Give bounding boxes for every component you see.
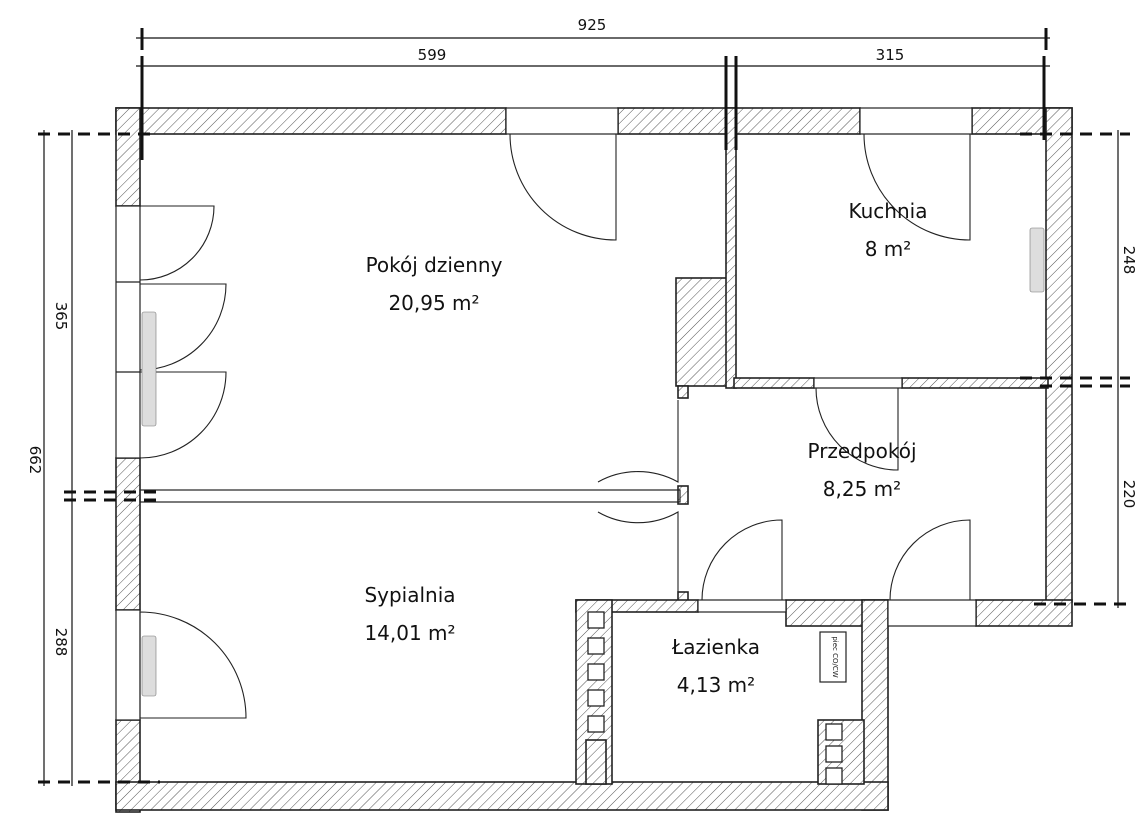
dimension-lines <box>38 28 1130 786</box>
vent-shafts <box>587 611 843 785</box>
room-name-kitchen: Kuchnia <box>849 199 928 223</box>
room-name-hall: Przedpokój <box>807 439 916 463</box>
room-name-bedroom: Sypialnia <box>364 583 455 607</box>
room-area-bedroom: 14,01 m² <box>364 621 455 645</box>
room-area-kitchen: 8 m² <box>865 237 912 261</box>
windows <box>115 107 977 721</box>
dim-total-width: 925 <box>578 16 607 34</box>
room-area-hall: 8,25 m² <box>823 477 901 501</box>
room-name-bathroom: Łazienka <box>671 635 760 659</box>
dim-height-kitchen: 248 <box>1120 246 1138 275</box>
dimension-labels: 925 599 315 662 365 288 248 220 <box>26 16 1138 656</box>
room-labels: Pokój dzienny 20,95 m² Kuchnia 8 m² Prze… <box>364 199 927 697</box>
dim-height-bedroom: 288 <box>52 628 70 657</box>
room-name-living: Pokój dzienny <box>366 253 503 277</box>
radiators <box>141 227 1045 697</box>
dim-width-left: 599 <box>418 46 447 64</box>
boiler: piec CO/CW <box>819 631 847 683</box>
room-area-bathroom: 4,13 m² <box>677 673 755 697</box>
dim-width-right: 315 <box>876 46 905 64</box>
boiler-label: piec CO/CW <box>831 636 839 677</box>
dim-height-hall: 220 <box>1120 480 1138 509</box>
dim-height-living: 365 <box>52 302 70 331</box>
room-area-living: 20,95 m² <box>388 291 479 315</box>
dim-total-height: 662 <box>26 446 44 475</box>
door-swings <box>139 133 971 719</box>
walls <box>115 107 1073 813</box>
